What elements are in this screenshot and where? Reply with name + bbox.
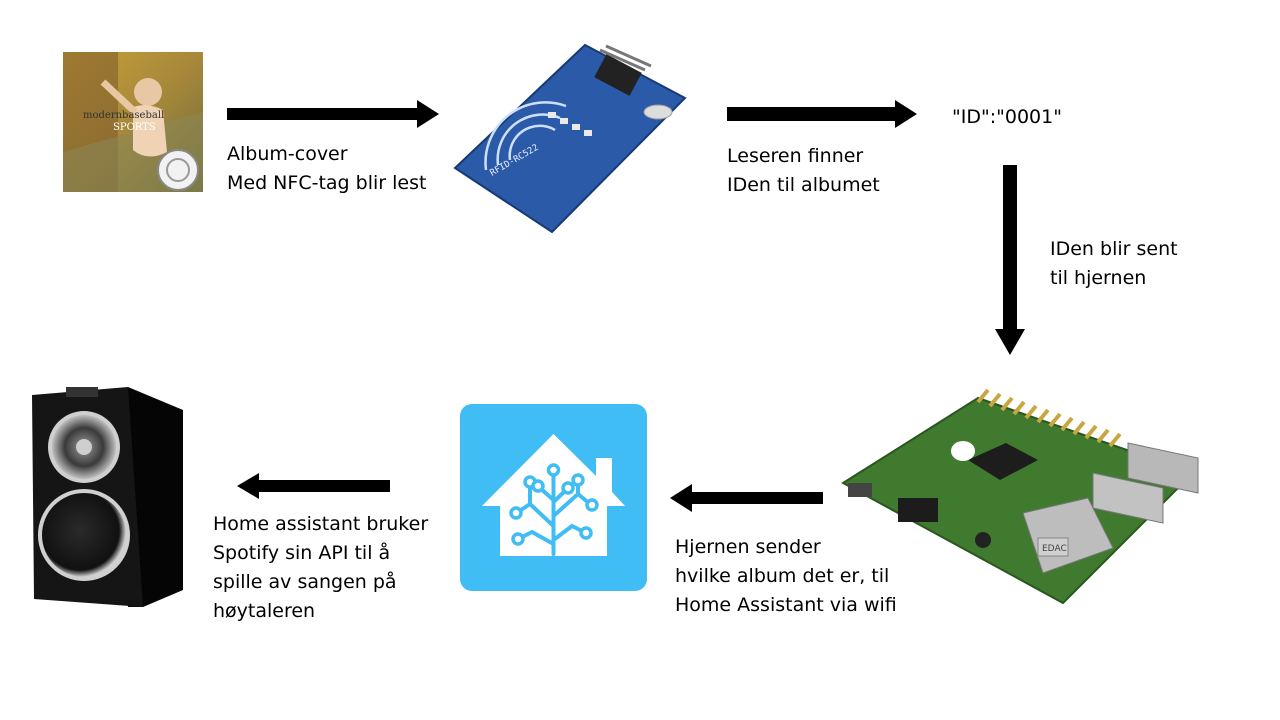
caption-line: hvilke album det er, til <box>675 565 890 587</box>
caption-line: spille av sangen på <box>213 571 397 593</box>
arrow-left-1 <box>670 484 823 512</box>
caption-line: Leseren finner <box>727 145 864 167</box>
caption-line: Home Assistant via wifi <box>675 594 897 616</box>
caption-line: Spotify sin API til å <box>213 542 391 564</box>
arrow-right-1 <box>227 100 439 128</box>
pi-chip-label: EDAC <box>1042 544 1067 554</box>
caption-line: IDen til albumet <box>727 174 880 196</box>
caption-line: Home assistant bruker <box>213 513 429 535</box>
album-cover-caption: Album-cover Med NFC-tag blir lest <box>227 140 426 198</box>
cover-artist-text: modernbaseball <box>83 110 164 121</box>
caption-line: Hjernen sender <box>675 536 821 558</box>
caption-line: IDen blir sent <box>1050 238 1178 260</box>
brain-to-ha-caption: Hjernen sender hvilke album det er, til … <box>675 533 897 620</box>
rfid-reader-caption: Leseren finner IDen til albumet <box>727 142 880 200</box>
id-value-text: "ID":"0001" <box>952 106 1062 128</box>
caption-line: Med NFC-tag blir lest <box>227 172 427 194</box>
album-cover-image: modernbaseball SPORTS <box>63 52 203 192</box>
caption-line: Album-cover <box>227 143 348 165</box>
raspberry-pi-image: EDAC <box>838 388 1210 606</box>
home-assistant-logo <box>460 404 647 591</box>
arrow-left-2 <box>237 473 390 499</box>
send-to-brain-caption: IDen blir sent til hjernen <box>1050 235 1178 293</box>
rfid-reader-image: RFID-RC522 <box>450 40 690 235</box>
arrow-right-2 <box>727 100 917 128</box>
arrow-down <box>995 165 1025 355</box>
caption-line: høytaleren <box>213 600 316 622</box>
ha-to-speaker-caption: Home assistant bruker Spotify sin API ti… <box>213 510 428 626</box>
cover-title-text: SPORTS <box>113 122 156 133</box>
caption-line: til hjernen <box>1050 267 1147 289</box>
speaker-image <box>28 385 188 610</box>
